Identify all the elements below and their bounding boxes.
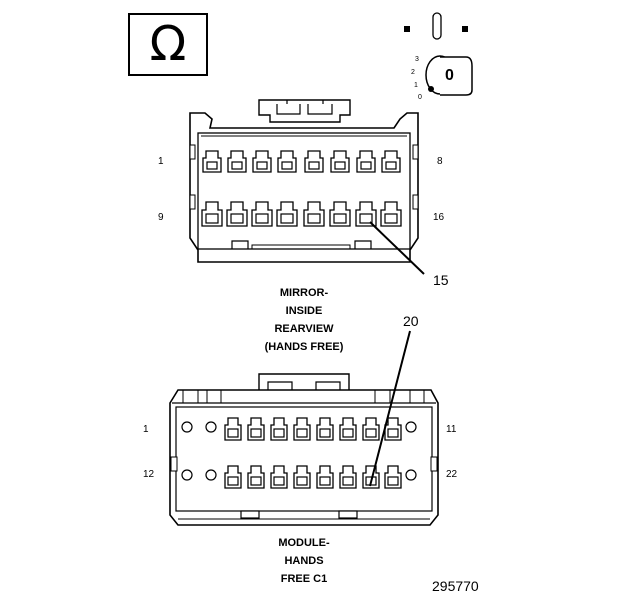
module-label: MODULE- HANDS FREE C1	[244, 534, 364, 588]
module-pin-12: 12	[143, 469, 155, 480]
module-pin-22: 22	[446, 469, 458, 480]
mirror-label-line-4: (HANDS FREE)	[264, 341, 344, 353]
mirror-label-line-3: REARVIEW	[274, 323, 334, 335]
ignition-position-0: 0	[418, 94, 422, 101]
mirror-pin-16: 16	[433, 212, 445, 223]
omega-symbol-box	[128, 13, 208, 76]
mirror-pin-8: 8	[437, 156, 443, 167]
mirror-label-line-1: MIRROR-	[279, 287, 329, 299]
ignition-switch-icon	[404, 12, 473, 96]
module-callout-20: 20	[403, 313, 419, 329]
module-label-line-3: FREE C1	[280, 573, 328, 585]
ignition-position-2: 2	[411, 69, 415, 76]
module-connector	[169, 330, 439, 526]
mirror-connector	[189, 99, 425, 275]
ignition-position-3: 3	[415, 56, 419, 63]
module-pin-11: 11	[446, 424, 457, 435]
omega-glyph: Ω	[149, 16, 187, 72]
module-label-line-2: HANDS	[284, 555, 324, 567]
figure-number: 295770	[432, 578, 479, 594]
mirror-label: MIRROR- INSIDE REARVIEW (HANDS FREE)	[244, 284, 364, 356]
mirror-pin-1: 1	[158, 156, 164, 167]
mirror-pin-9: 9	[158, 212, 164, 223]
mirror-callout-15: 15	[433, 272, 449, 288]
mirror-label-line-2: INSIDE	[285, 305, 323, 317]
ignition-position-1: 1	[414, 82, 418, 89]
module-pin-1: 1	[143, 424, 149, 435]
ignition-key-label: 0	[445, 67, 454, 84]
module-label-line-1: MODULE-	[278, 537, 330, 549]
